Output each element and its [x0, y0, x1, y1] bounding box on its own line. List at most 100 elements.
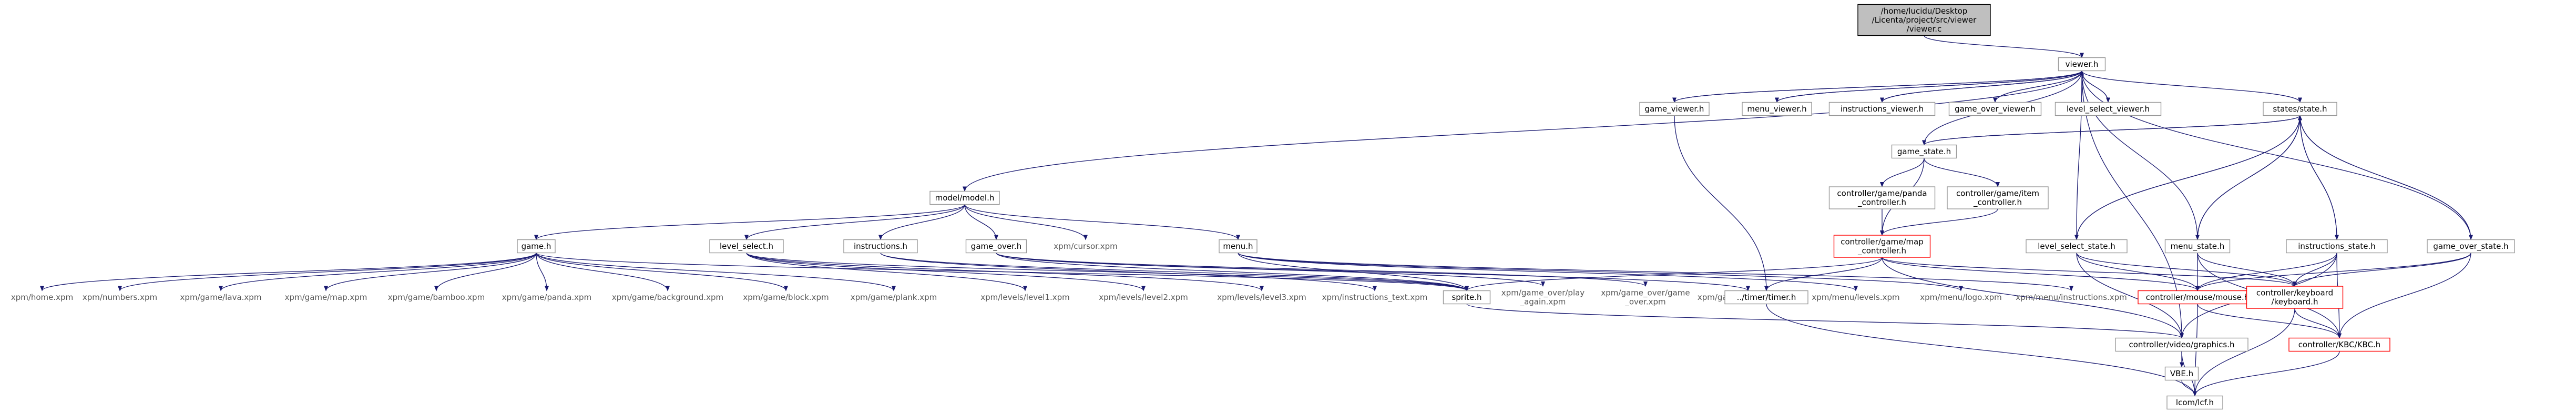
node-box [1219, 239, 1258, 254]
edge-game_h-to-block_xpm [536, 253, 788, 292]
node-label: xpm/menu/instructions.xpm [2016, 293, 2127, 302]
node-menu-logo-xpm[interactable]: xpm/menu/logo.xpm [1917, 291, 2005, 304]
node-instructions-h[interactable]: instructions.h [843, 239, 918, 254]
node-label: xpm/game/panda.xpm [502, 293, 591, 302]
node-box [2288, 337, 2390, 352]
edge-model_h-to-instructions_h [878, 204, 965, 240]
node-play-again-xpm[interactable]: xpm/game_over/play_again.xpm [1497, 286, 1589, 308]
node-instructions-text-xpm[interactable]: xpm/instructions_text.xpm [1313, 291, 1437, 304]
node-level3-xpm[interactable]: xpm/levels/level3.xpm [1209, 291, 1315, 304]
node-cursor-xpm[interactable]: xpm/cursor.xpm [1049, 240, 1122, 253]
node-level-select-viewer-h[interactable]: level_select_viewer.h [2054, 102, 2162, 116]
node-menu-state-h[interactable]: menu_state.h [2164, 239, 2231, 254]
node-background-xpm[interactable]: xpm/game/background.xpm [610, 291, 725, 304]
node-label: /keyboard.h [2272, 297, 2318, 307]
edge-kbc_h-to-lcom_h [2193, 351, 2340, 397]
node-menu-viewer-h[interactable]: menu_viewer.h [1742, 102, 1812, 116]
node-panda-ctrl-h[interactable]: controller/game/panda_controller.h [1828, 186, 1936, 209]
edge-menu_state_h-to-status_h [2197, 115, 2302, 240]
edge-level_select_h-to-level1_xpm [746, 253, 1027, 292]
node-game-state-h[interactable]: game_state.h [1891, 144, 1957, 159]
node-label: xpm/game/block.xpm [743, 293, 829, 302]
node-instructions-state-h[interactable]: instructions_state.h [2286, 239, 2388, 254]
edge-level_select_state_h-to-viewer_h [2076, 70, 2084, 240]
node-map-xpm[interactable]: xpm/game/map.xpm [284, 291, 367, 304]
node-layer: /home/lucidu/Desktop/Licenta/project/src… [10, 4, 2515, 410]
node-label: game_over_viewer.h [1955, 104, 2036, 114]
node-bamboo-xpm[interactable]: xpm/game/bamboo.xpm [388, 291, 485, 304]
node-box [2166, 395, 2223, 410]
node-label: level_select.h [720, 242, 773, 252]
node-level-select-state-h[interactable]: level_select_state.h [2026, 239, 2128, 254]
edge-mouse_h-to-kbc_h [2197, 304, 2342, 339]
node-game-viewer-h[interactable]: game_viewer.h [1639, 102, 1710, 116]
node-block-xpm[interactable]: xpm/game/block.xpm [740, 291, 832, 304]
node-root[interactable]: /home/lucidu/Desktop/Licenta/project/src… [1857, 4, 1991, 36]
node-game-over-viewer-h[interactable]: game_over_viewer.h [1948, 102, 2042, 116]
node-timer-h[interactable]: ../timer/timer.h [1724, 290, 1808, 305]
node-model-h[interactable]: model/model.h [929, 190, 1000, 205]
node-game-h[interactable]: game.h [517, 239, 556, 254]
node-level-select-h[interactable]: level_select.h [709, 239, 784, 254]
edge-game_h-to-map_xpm [324, 253, 537, 292]
node-lcom-h[interactable]: lcom/lcf.h [2166, 395, 2223, 410]
node-item-ctrl-h[interactable]: controller/game/item_controller.h [1947, 186, 2049, 209]
node-label: /home/lucidu/Desktop [1881, 6, 1968, 16]
edge-game_state_h-to-item_ctrl_h [1924, 158, 2000, 187]
node-box [2138, 290, 2257, 305]
node-lava-xpm[interactable]: xpm/game/lava.xpm [177, 291, 264, 304]
edge-game_h-to-bamboo_xpm [434, 253, 537, 292]
node-level1-xpm[interactable]: xpm/levels/level1.xpm [973, 291, 1078, 304]
node-mouse-h[interactable]: controller/mouse/mouse.h [2138, 290, 2257, 305]
node-box [1742, 102, 1812, 116]
edge-model_h-to-level_select_h [744, 204, 965, 240]
node-label: xpm/game/plank.xpm [851, 293, 937, 302]
node-box [1833, 235, 1931, 258]
node-go-game-over-xpm[interactable]: xpm/game_over/game_over.xpm [1600, 286, 1692, 308]
node-sprite-h[interactable]: sprite.h [1443, 290, 1491, 305]
edge-game_over_state_h-to-status_h [2298, 115, 2471, 240]
node-box [843, 239, 918, 254]
node-level2-xpm[interactable]: xpm/levels/level2.xpm [1091, 291, 1197, 304]
edge-game_h-to-panda_xpm [536, 253, 549, 292]
node-kbc-h[interactable]: controller/KBC/KBC.h [2288, 337, 2390, 352]
node-box [709, 239, 784, 254]
node-menu-levels-xpm[interactable]: xpm/menu/levels.xpm [1808, 291, 1904, 304]
edge-level_select_h-to-level2_xpm [746, 253, 1146, 292]
node-graphics-h[interactable]: controller/video/graphics.h [2115, 337, 2248, 352]
node-label: xpm/menu/logo.xpm [1920, 293, 2002, 302]
node-keyboard-h[interactable]: controller/keyboard/keyboard.h [2246, 286, 2344, 309]
node-label: _over.xpm [1624, 297, 1665, 307]
node-panda-xpm[interactable]: xpm/game/panda.xpm [501, 291, 593, 304]
node-plank-xpm[interactable]: xpm/game/plank.xpm [848, 291, 940, 304]
edge-game_over_state_h-to-kbc_h [2337, 253, 2471, 339]
edge-game_h-to-background_xpm [536, 253, 670, 292]
node-label: lcom/lcf.h [2176, 398, 2214, 407]
node-label: _again.xpm [1520, 297, 1566, 307]
node-instructions-viewer-h[interactable]: instructions_viewer.h [1828, 102, 1936, 116]
edge-menu_h-to-menu_levels_xpm [1238, 252, 1858, 292]
node-label: controller/KBC/KBC.h [2298, 340, 2381, 349]
node-home-xpm[interactable]: xpm/home.xpm [10, 291, 75, 304]
node-label: xpm/game/map.xpm [285, 293, 367, 302]
edge-sprite_h-to-graphics_h [1466, 303, 2184, 339]
node-status-h[interactable]: states/state.h [2263, 102, 2337, 116]
node-numbers-xpm[interactable]: xpm/numbers.xpm [81, 291, 159, 304]
node-box [1724, 290, 1808, 305]
node-map-ctrl-h[interactable]: controller/game/map_controller.h [1833, 235, 1931, 258]
node-game-over-state-h[interactable]: game_over_state.h [2427, 239, 2515, 254]
node-game-over-h[interactable]: game_over.h [965, 239, 1027, 254]
edge-game_h-to-plank_xpm [536, 253, 896, 292]
node-viewer-h[interactable]: viewer.h [2058, 57, 2106, 72]
edge-game_over_viewer_h-to-viewer_h [1995, 70, 2084, 103]
node-label: controller/game/panda [1837, 189, 1927, 198]
node-box [1828, 186, 1936, 209]
edge-item_ctrl_h-to-map_ctrl_h [1880, 208, 1998, 236]
edge-level_select_viewer_h-to-viewer_h [2080, 70, 2109, 103]
node-label: menu_state.h [2171, 242, 2225, 252]
node-vbe-h[interactable]: VBE.h [2164, 366, 2199, 381]
node-menu-h[interactable]: menu.h [1219, 239, 1258, 254]
edge-menu_h-to-menu_logo_xpm [1238, 252, 1963, 292]
node-menu-instructions-xpm[interactable]: xpm/menu/instructions.xpm [2010, 291, 2133, 304]
